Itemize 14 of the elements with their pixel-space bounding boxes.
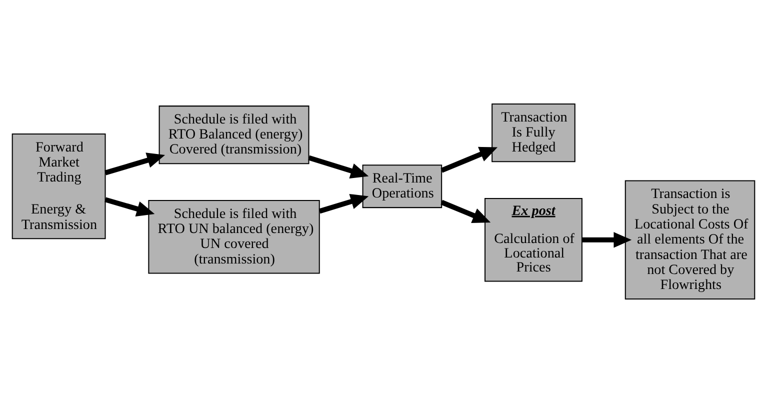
node-box: Ex post Calculation of Locational Prices <box>484 197 582 282</box>
arrow <box>104 152 166 175</box>
arrow <box>440 199 491 222</box>
node-box: Transaction Is Fully Hedged <box>492 103 576 162</box>
arrow <box>582 232 632 248</box>
arrow <box>318 193 369 214</box>
node-box: Forward Market Trading Energy & Transmission <box>12 133 106 239</box>
arrow <box>308 154 369 178</box>
node-box: Transaction is Subject to the Locational Costs Of all elements Of the transaction That are not Covered by Flowrights <box>624 180 756 299</box>
arrow <box>440 146 498 172</box>
node-box: Schedule is filed with RTO UN balanced (energy) UN covered (transmission) <box>148 199 320 274</box>
arrow <box>104 196 155 216</box>
node-box: Real-Time Operations <box>362 164 442 208</box>
node-box: Schedule is filed with RTO Balanced (energy) Covered (transmission) <box>158 105 310 164</box>
